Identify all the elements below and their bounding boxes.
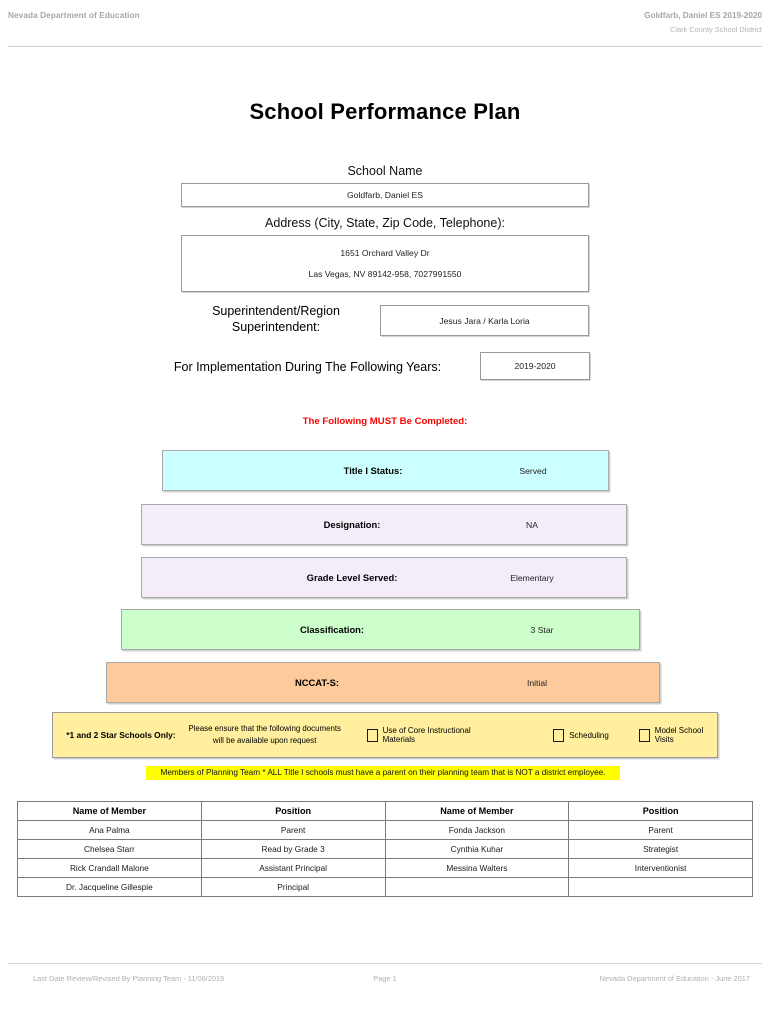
- checkbox-icon[interactable]: [366, 728, 378, 742]
- must-complete-notice: The Following MUST Be Completed:: [302, 416, 468, 427]
- superintendent-label: Superintendent/Region Superintendent:: [212, 304, 340, 334]
- header-district-name: Clark County School District: [669, 25, 762, 34]
- status-bar-label: Grade Level Served:: [306, 572, 398, 583]
- checkbox-label: Scheduling: [569, 730, 609, 740]
- status-bar-grade-level-served[interactable]: Grade Level Served: Elementary: [141, 557, 627, 598]
- address-line-2: Las Vegas, NV 89142-958, 7027991550: [308, 269, 462, 279]
- status-bar-title-i-status[interactable]: Title I Status: Served: [162, 450, 609, 491]
- page-header: Nevada Department of Education Goldfarb,…: [0, 0, 770, 50]
- table-cell[interactable]: Assistant Principal: [200, 858, 386, 878]
- table-cell[interactable]: Cynthia Kuhar: [384, 839, 570, 859]
- table-column-header: Name of Member: [384, 801, 570, 821]
- checkbox-label: Model School Visits: [654, 726, 704, 744]
- status-bar-value: Elementary: [510, 572, 554, 583]
- checkbox-scheduling[interactable]: Scheduling: [553, 728, 609, 742]
- status-bar-value: Served: [519, 465, 547, 476]
- footer-last-review-date: Last Date Review/Revised By Planning Tea…: [33, 974, 225, 983]
- page-title: School Performance Plan: [249, 99, 521, 124]
- table-cell[interactable]: Parent: [568, 820, 753, 840]
- address-field[interactable]: 1651 Orchard Valley Dr Las Vegas, NV 891…: [181, 235, 589, 292]
- table-cell[interactable]: Parent: [200, 820, 386, 840]
- star-schools-row: *1 and 2 Star Schools Only: Please ensur…: [52, 712, 718, 758]
- implementation-years-label: For Implementation During The Following …: [173, 360, 442, 374]
- checkbox-label: Use of Core Instructional Materials: [382, 726, 471, 744]
- status-bar-designation[interactable]: Designation: NA: [141, 504, 627, 545]
- table-cell[interactable]: Read by Grade 3: [200, 839, 386, 859]
- implementation-years-value: 2019-2020: [514, 361, 556, 371]
- table-column-header: Name of Member: [17, 801, 202, 821]
- table-cell[interactable]: Fonda Jackson: [384, 820, 570, 840]
- checkbox-core-instructional-materials[interactable]: Use of Core Instructional Materials: [366, 726, 494, 744]
- table-cell[interactable]: Interventionist: [568, 858, 753, 878]
- table-cell[interactable]: Rick Crandall Malone: [17, 858, 202, 878]
- status-bar-nccat-s[interactable]: NCCAT-S: Initial: [106, 662, 660, 703]
- table-cell[interactable]: [568, 877, 753, 897]
- implementation-years-field[interactable]: 2019-2020: [480, 352, 590, 380]
- school-name-field[interactable]: Goldfarb, Daniel ES: [181, 183, 589, 207]
- status-bar-label: NCCAT-S:: [294, 677, 340, 688]
- table-column-header: Position: [568, 801, 753, 821]
- footer-divider: [8, 963, 762, 964]
- page-footer: Last Date Review/Revised By Planning Tea…: [0, 974, 770, 988]
- school-name-value: Goldfarb, Daniel ES: [347, 190, 423, 200]
- status-bar-value: NA: [526, 519, 538, 530]
- planning-team-banner: Members of Planning Team * ALL Title I s…: [146, 766, 620, 780]
- status-bar-value: 3 Star: [530, 624, 554, 635]
- table-cell[interactable]: Messina Walters: [384, 858, 570, 878]
- address-label: Address (City, State, Zip Code, Telephon…: [265, 216, 505, 230]
- address-line-1: 1651 Orchard Valley Dr: [340, 248, 430, 258]
- checkbox-icon[interactable]: [638, 728, 650, 742]
- footer-source: Nevada Department of Education - June 20…: [599, 974, 750, 983]
- table-cell[interactable]: Dr. Jacqueline Gillespie: [17, 877, 202, 897]
- superintendent-field[interactable]: Jesus Jara / Karla Loria: [380, 305, 589, 336]
- status-bar-value: Initial: [526, 677, 548, 688]
- header-agency-name: Nevada Department of Education: [8, 11, 140, 20]
- table-cell[interactable]: Strategist: [568, 839, 753, 859]
- status-bar-label: Classification:: [299, 624, 365, 635]
- table-cell[interactable]: Chelsea Starr: [17, 839, 202, 859]
- status-bar-label: Title I Status:: [343, 465, 403, 476]
- header-divider: [8, 46, 762, 47]
- table-cell[interactable]: Principal: [200, 877, 386, 897]
- superintendent-value: Jesus Jara / Karla Loria: [439, 315, 530, 326]
- star-schools-label: *1 and 2 Star Schools Only:: [66, 730, 176, 740]
- table-column-header: Position: [200, 801, 386, 821]
- status-bar-label: Designation:: [323, 519, 381, 530]
- header-school-year: Goldfarb, Daniel ES 2019-2020: [644, 11, 762, 20]
- table-cell[interactable]: [384, 877, 570, 897]
- table-cell[interactable]: Ana Palma: [17, 820, 202, 840]
- checkbox-icon[interactable]: [553, 728, 565, 742]
- school-name-label: School Name: [347, 164, 423, 178]
- checkbox-model-school-visits[interactable]: Model School Visits: [638, 726, 717, 744]
- status-bar-classification[interactable]: Classification: 3 Star: [121, 609, 640, 650]
- star-schools-note: Please ensure that the following documen…: [188, 724, 342, 745]
- footer-page-number: Page 1: [373, 974, 397, 983]
